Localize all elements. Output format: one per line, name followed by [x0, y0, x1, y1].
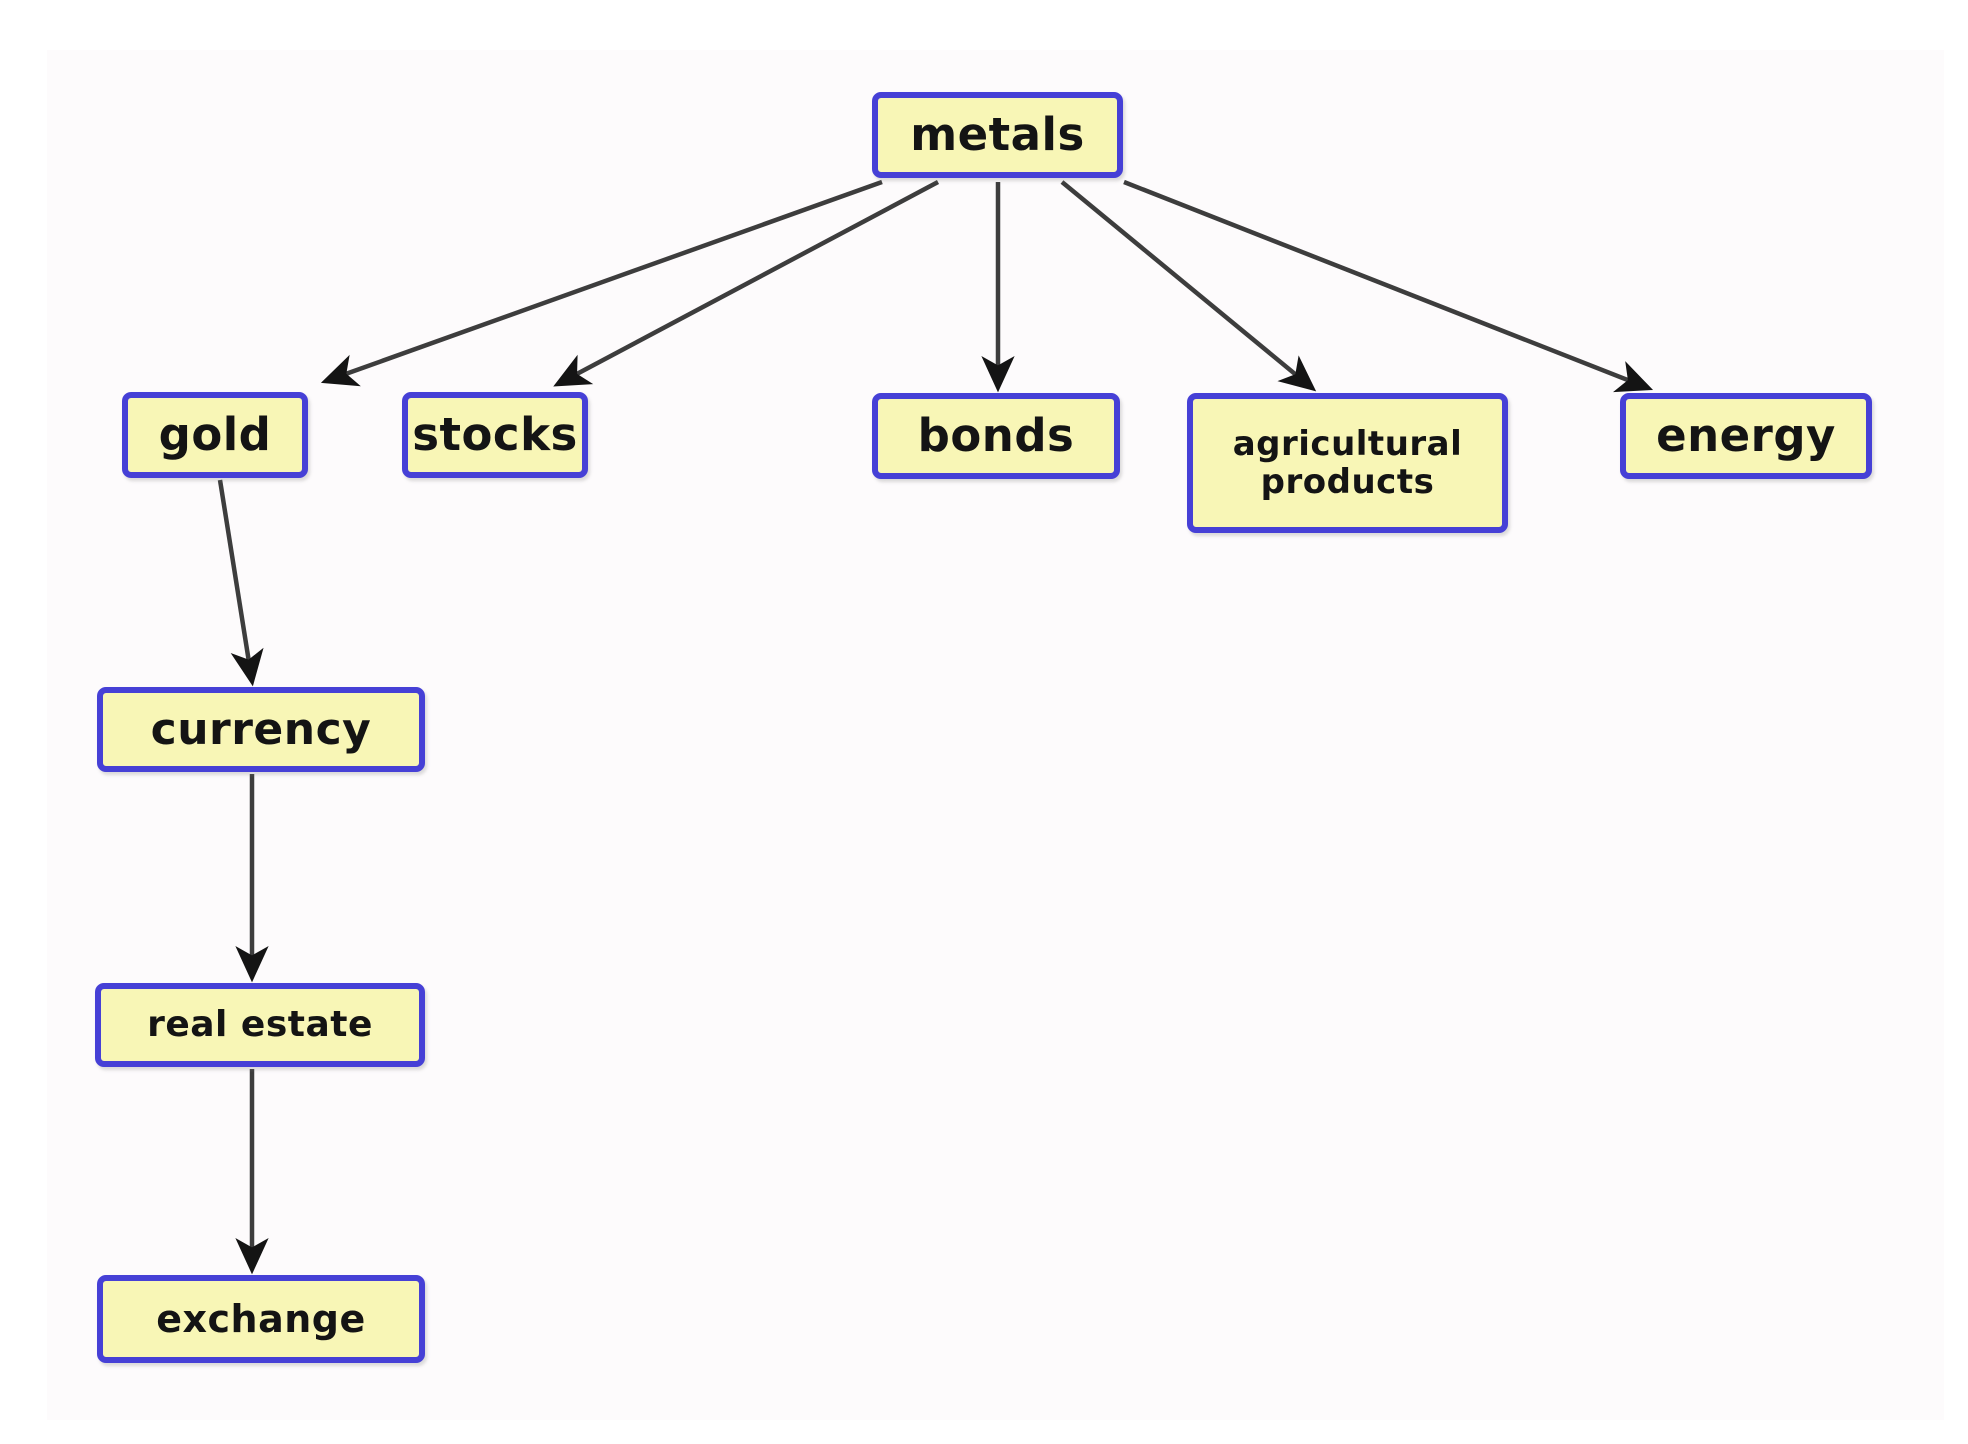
node-real-estate: real estate [95, 983, 425, 1067]
node-stocks-label: stocks [412, 407, 578, 461]
edge-metals-gold [320, 179, 883, 387]
node-bonds: bonds [872, 393, 1120, 479]
node-stocks: stocks [402, 392, 588, 478]
node-agricultural-products-label: agricultural products [1232, 423, 1463, 502]
node-exchange-label: exchange [156, 1296, 366, 1341]
node-energy-label: energy [1656, 408, 1836, 462]
edge-gold-currency [217, 479, 264, 687]
edge-metals-agricultural-products [1060, 180, 1317, 392]
node-gold-label: gold [158, 407, 272, 461]
node-currency-label: currency [150, 703, 372, 755]
edge-metals-stocks [553, 180, 940, 387]
node-gold: gold [122, 392, 308, 478]
node-bonds-label: bonds [917, 408, 1075, 462]
node-energy: energy [1620, 393, 1872, 479]
node-metals-label: metals [910, 107, 1085, 161]
node-real-estate-label: real estate [147, 1003, 373, 1045]
node-currency: currency [97, 687, 425, 772]
node-agricultural-products: agricultural products [1187, 393, 1508, 533]
node-exchange: exchange [97, 1275, 425, 1363]
edge-metals-energy [1123, 179, 1654, 393]
node-metals: metals [872, 92, 1123, 178]
